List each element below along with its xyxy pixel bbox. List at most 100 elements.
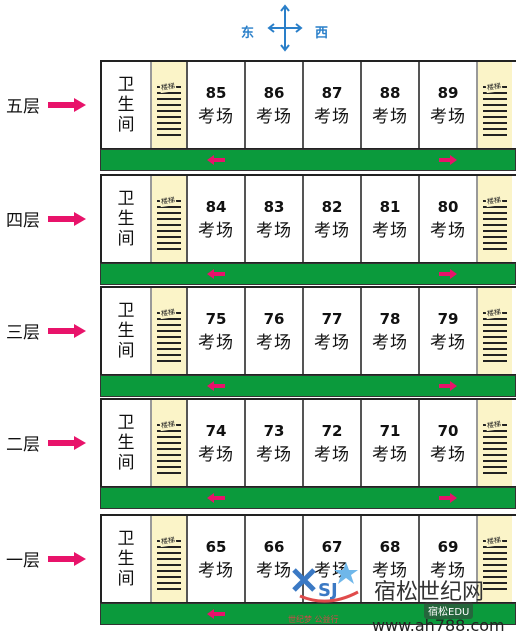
exam-room-label: 考场 [314,221,350,241]
toilet-label-char: 间 [117,453,135,473]
exam-room-number: 81 [379,198,401,216]
toilet: 卫生间 [100,516,150,602]
exam-room-label: 考场 [430,561,466,581]
right-arrow-icon [439,381,457,391]
left-arrow-icon [207,381,225,391]
staircase: 楼梯 [476,288,512,374]
stair-steps-icon [157,540,181,594]
exam-room: 69 考场 [418,516,476,602]
exam-room-label: 考场 [372,221,408,241]
exam-room-number: 78 [379,310,401,328]
exam-room-number: 68 [379,538,401,556]
toilet-label-char: 卫 [117,413,135,433]
exam-room-label: 考场 [256,561,292,581]
exam-room-label: 考场 [314,445,350,465]
right-arrow-icon [439,269,457,279]
corridor [100,487,516,509]
stair-steps-icon [157,312,181,366]
floor-label: 四层 [6,211,40,231]
staircase: 楼梯 [150,176,186,262]
stair-steps-icon [483,200,507,254]
stair-steps-icon [483,424,507,478]
exam-room-number: 70 [437,422,459,440]
stair-steps-icon [483,312,507,366]
toilet: 卫生间 [100,288,150,374]
watermark-url: www.ah788.com [372,616,505,635]
exam-room-number: 86 [263,84,285,102]
exam-room-number: 87 [321,84,343,102]
floor-label: 五层 [6,97,40,117]
compass-west-label: 西 [315,26,329,41]
staircase: 楼梯 [476,400,512,486]
exam-room: 78 考场 [360,288,418,374]
toilet-label-char: 卫 [117,75,135,95]
watermark-tagline: 世纪梦 公益行 [288,615,339,624]
exam-room-label: 考场 [256,445,292,465]
toilet-label-char: 生 [117,321,135,341]
toilet-label-char: 间 [117,115,135,135]
exam-room-number: 72 [321,422,343,440]
exam-room-label: 考场 [430,107,466,127]
exam-room-number: 88 [379,84,401,102]
exam-room-number: 73 [263,422,285,440]
left-arrow-icon [207,609,225,619]
exam-room: 70 考场 [418,400,476,486]
exam-room-label: 考场 [372,107,408,127]
exam-room-number: 83 [263,198,285,216]
exam-room-label: 考场 [198,333,234,353]
exam-room-label: 考场 [372,561,408,581]
corridor [100,263,516,285]
corridor [100,603,516,625]
floor-arrow-icon [48,436,86,450]
exam-room-number: 65 [205,538,227,556]
toilet-label-char: 生 [117,433,135,453]
floor-arrow-icon [48,552,86,566]
exam-room-number: 77 [321,310,343,328]
toilet-label-char: 卫 [117,189,135,209]
toilet-label-char: 生 [117,95,135,115]
exam-room-number: 74 [205,422,227,440]
watermark-logo-icon: SJ [292,562,359,603]
left-arrow-icon [207,155,225,165]
compass: 东 西 [235,2,335,54]
exam-room-label: 考场 [198,561,234,581]
toilet-label-char: 生 [117,549,135,569]
exam-room-number: 79 [437,310,459,328]
exam-room-number: 80 [437,198,459,216]
staircase: 楼梯 [476,516,512,602]
floor-arrow-icon [48,212,86,226]
toilet: 卫生间 [100,176,150,262]
stair-steps-icon [157,86,181,140]
exam-room-label: 考场 [430,445,466,465]
stair-steps-icon [157,200,181,254]
exam-room-label: 考场 [314,333,350,353]
corridor [100,149,516,171]
toilet-label-char: 卫 [117,529,135,549]
left-arrow-icon [207,269,225,279]
stair-steps-icon [157,424,181,478]
watermark-brand: 宿松世纪网 [374,580,485,605]
exam-room-label: 考场 [314,561,350,581]
exam-room-number: 69 [437,538,459,556]
staircase: 楼梯 [150,62,186,148]
stair-steps-icon [483,86,507,140]
exam-room-label: 考场 [256,333,292,353]
exam-room-label: 考场 [372,333,408,353]
exam-room: 68 考场 [360,516,418,602]
exam-room-number: 66 [263,538,285,556]
exam-room: 72 考场 [302,400,360,486]
right-arrow-icon [439,493,457,503]
floor-label: 三层 [6,323,40,343]
